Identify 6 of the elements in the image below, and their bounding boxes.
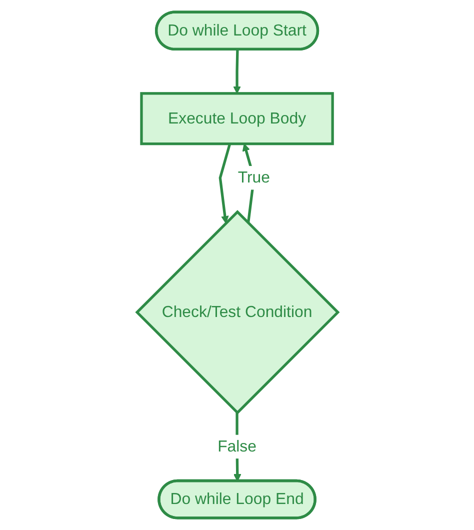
arrow	[218, 143, 231, 224]
edge-label: False	[217, 437, 256, 456]
edge-label: True	[237, 168, 270, 186]
node-box: Execute Loop Body	[140, 92, 334, 146]
arrow	[232, 50, 240, 94]
node-diamond: Check/Test Condition	[134, 210, 340, 415]
